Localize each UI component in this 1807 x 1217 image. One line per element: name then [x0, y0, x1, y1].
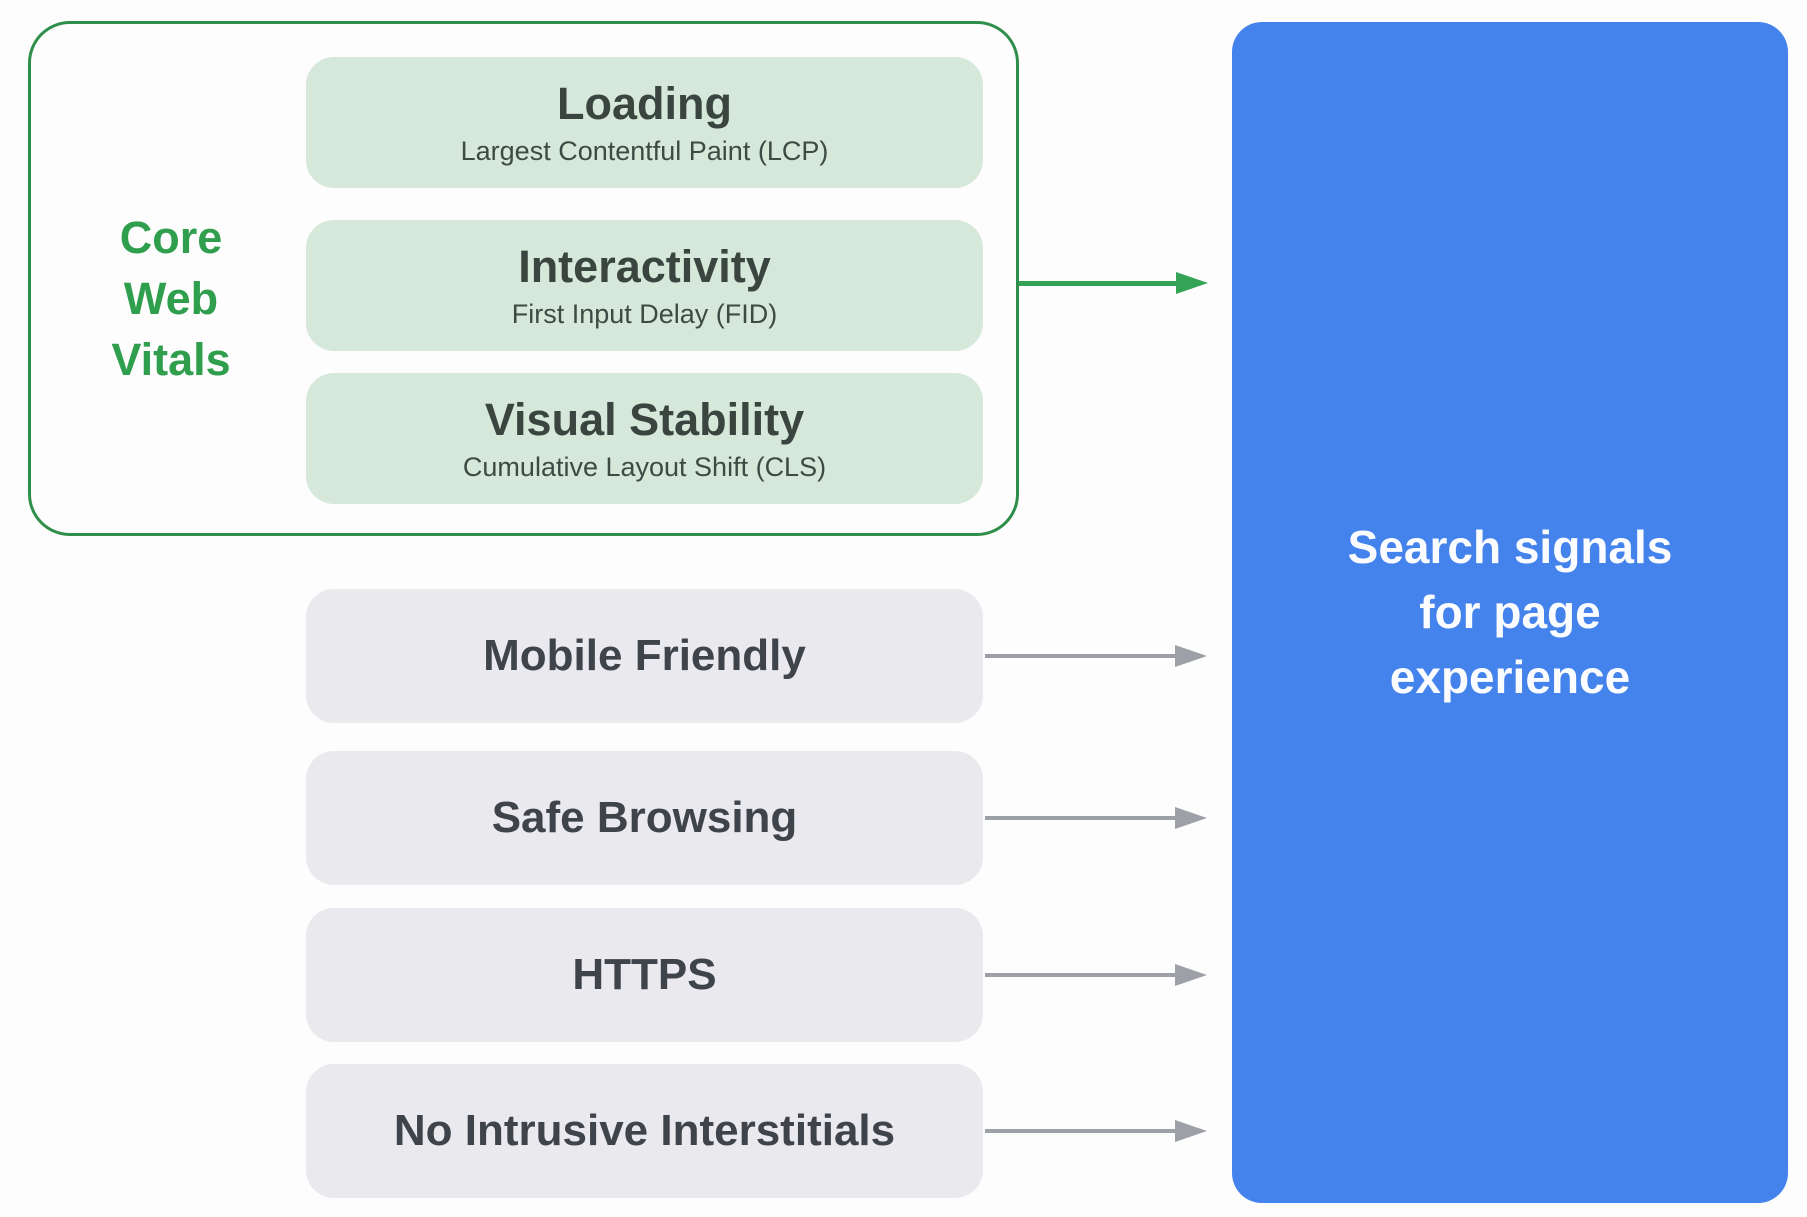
search-signals-box: Search signals for page experience: [1232, 22, 1788, 1203]
vitals-box-visual-stability: Visual Stability Cumulative Layout Shift…: [306, 373, 983, 504]
vitals-box-title: Interactivity: [518, 241, 771, 292]
search-signals-line: experience: [1389, 651, 1631, 703]
search-signals-line: Search signals: [1347, 521, 1673, 573]
vitals-box-loading: Loading Largest Contentful Paint (LCP): [306, 57, 983, 188]
signal-box-label: No Intrusive Interstitials: [393, 1106, 896, 1155]
core-web-vitals-label-line: Core: [119, 212, 223, 263]
gray-arrowhead-no-intrusive-interstitials-icon: [1175, 1120, 1207, 1142]
gray-arrowhead-safe-browsing-icon: [1175, 807, 1207, 829]
signal-box-label: Safe Browsing: [491, 793, 798, 842]
core-web-vitals-label-line: Vitals: [111, 334, 231, 385]
signal-box-no-intrusive-interstitials: No Intrusive Interstitials: [306, 1064, 983, 1198]
search-signals-line: for page: [1419, 586, 1601, 638]
signal-box-https: HTTPS: [306, 908, 983, 1042]
signal-box-label: Mobile Friendly: [483, 631, 806, 680]
gray-arrowhead-mobile-friendly-icon: [1175, 645, 1207, 667]
core-web-vitals-label: Core Web Vitals: [66, 207, 276, 390]
core-web-vitals-label-line: Web: [123, 273, 219, 324]
vitals-box-subtitle: First Input Delay (FID): [511, 299, 778, 329]
gray-arrow-https-icon: [985, 973, 1175, 977]
vitals-box-interactivity: Interactivity First Input Delay (FID): [306, 220, 983, 351]
signal-box-mobile-friendly: Mobile Friendly: [306, 589, 983, 723]
green-arrowhead-icon: [1176, 272, 1208, 294]
gray-arrowhead-https-icon: [1175, 964, 1207, 986]
vitals-box-title: Visual Stability: [484, 394, 805, 445]
gray-arrow-no-intrusive-interstitials-icon: [985, 1129, 1175, 1133]
signal-box-label: HTTPS: [572, 950, 717, 999]
vitals-box-title: Loading: [557, 78, 732, 129]
gray-arrow-safe-browsing-icon: [985, 816, 1175, 820]
gray-arrow-mobile-friendly-icon: [985, 654, 1175, 658]
vitals-box-subtitle: Largest Contentful Paint (LCP): [460, 136, 829, 166]
signal-box-safe-browsing: Safe Browsing: [306, 751, 983, 885]
vitals-box-subtitle: Cumulative Layout Shift (CLS): [462, 452, 827, 482]
green-arrow-icon: [1019, 281, 1176, 286]
core-web-vitals-group: [28, 21, 1019, 536]
